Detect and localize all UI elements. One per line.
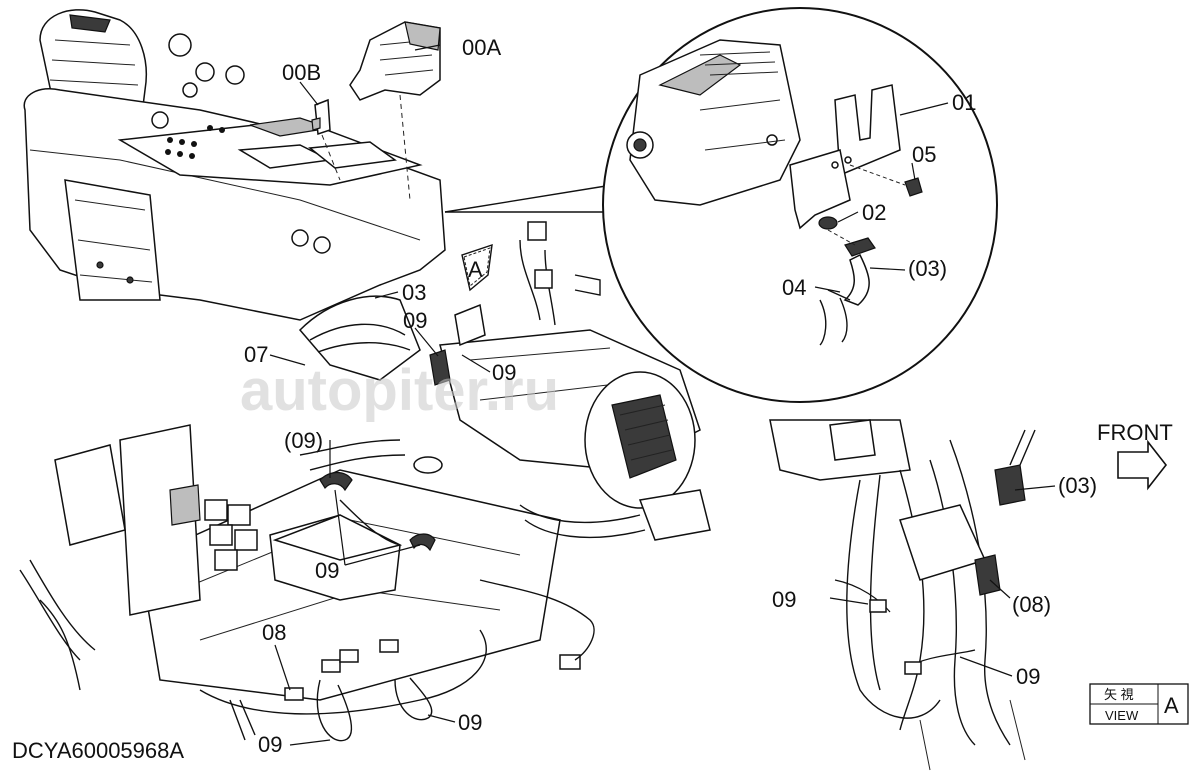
control-console bbox=[23, 9, 446, 321]
label-08-paren: (08) bbox=[1012, 592, 1051, 617]
label-front: FRONT bbox=[1097, 420, 1173, 445]
leader-lines bbox=[269, 44, 1056, 746]
view-box-kanji: 矢 視 bbox=[1104, 687, 1134, 702]
label-arrow-a: A bbox=[468, 257, 483, 282]
harness-frame bbox=[19, 221, 711, 742]
view-a-arrow bbox=[461, 243, 493, 292]
detail-circle bbox=[602, 7, 998, 403]
view-box-letter: A bbox=[1164, 693, 1179, 718]
label-09-b: 09 bbox=[492, 360, 516, 385]
clip-00b bbox=[311, 98, 331, 136]
label-01: 01 bbox=[952, 90, 976, 115]
label-02: 02 bbox=[862, 200, 886, 225]
label-09-e: 09 bbox=[458, 710, 482, 735]
label-07: 07 bbox=[244, 342, 268, 367]
view-a-detail bbox=[769, 419, 1036, 771]
label-03-paren-detail: (03) bbox=[908, 256, 947, 281]
label-09-c: (09) bbox=[284, 428, 323, 453]
label-09-a: 09 bbox=[403, 308, 427, 333]
drawing-id: DCYA60005968A bbox=[12, 738, 184, 763]
label-03: 03 bbox=[402, 280, 426, 305]
label-09-g: 09 bbox=[772, 587, 796, 612]
label-09-d: 09 bbox=[315, 558, 339, 583]
watermark: autopiter.ru bbox=[240, 358, 559, 423]
label-00b: 00B bbox=[282, 60, 321, 85]
label-04: 04 bbox=[782, 275, 806, 300]
label-00a: 00A bbox=[462, 35, 501, 60]
label-03-paren-view: (03) bbox=[1058, 473, 1097, 498]
view-a-box: 矢 視 VIEW A bbox=[1089, 683, 1189, 725]
label-05: 05 bbox=[912, 142, 936, 167]
callout-labels: 00A 00B 01 05 02 (03) 04 03 09 07 09 (09… bbox=[244, 35, 1173, 757]
label-09-h: 09 bbox=[1016, 664, 1040, 689]
label-08: 08 bbox=[262, 620, 286, 645]
view-box-view: VIEW bbox=[1105, 708, 1139, 723]
label-09-f: 09 bbox=[258, 732, 282, 757]
bracket-00a bbox=[349, 21, 441, 101]
front-arrow bbox=[1117, 439, 1168, 491]
